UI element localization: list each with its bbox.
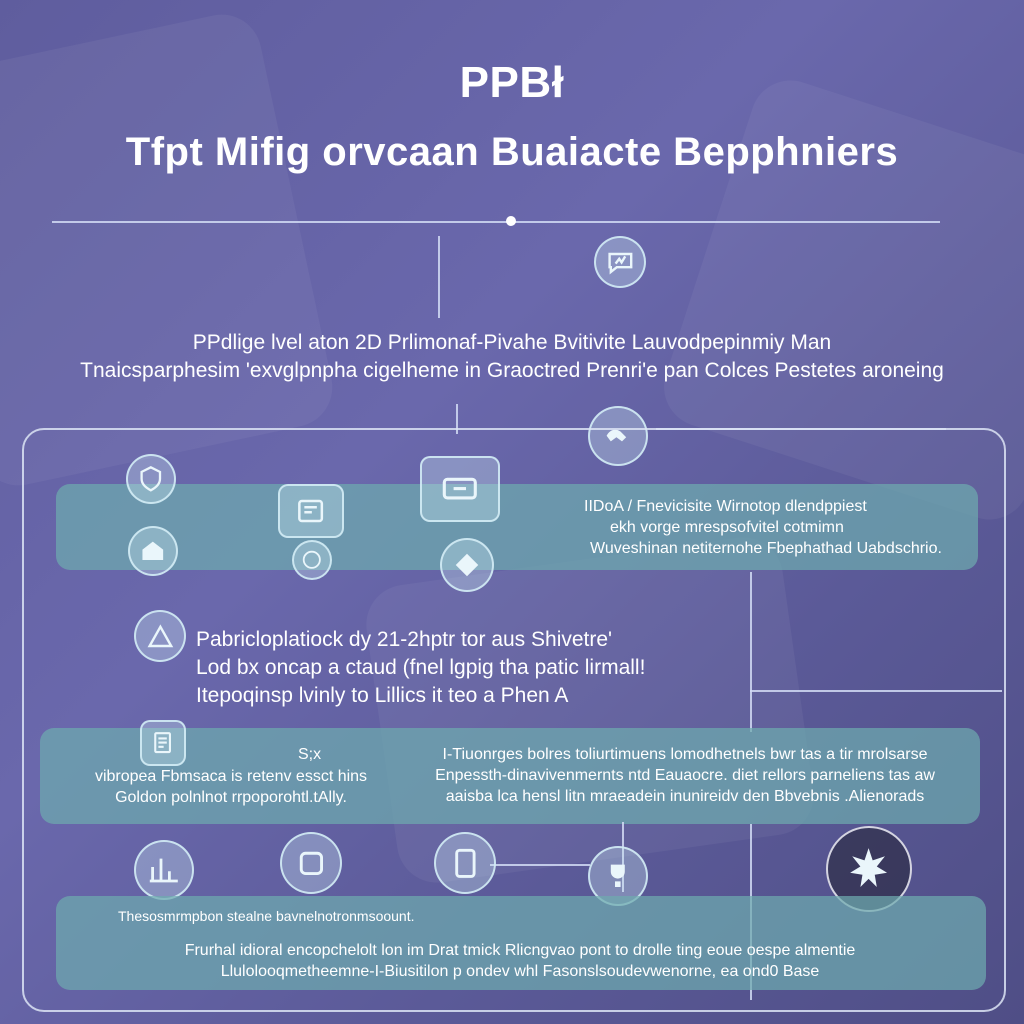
puzzle-icon [280, 832, 342, 894]
page-subtitle: Tfpt Mifig orvcaan Buaiacte Bepphniers [125, 130, 899, 174]
band-2-right-text: I-Tiuonrges bolres toliurtimuens lomodhe… [400, 744, 970, 807]
house-icon [128, 526, 178, 576]
globe-icon [292, 540, 332, 580]
band-2-right-line-3: aaisba lca hensl litn mraeadein inunirei… [445, 788, 925, 805]
page-title: PPBł [459, 58, 565, 107]
divider-dot [506, 216, 516, 226]
chart-icon [134, 840, 194, 900]
band-1-line-3: Wuveshinan netiternohe Fbephathad Uabdsc… [590, 540, 942, 557]
band-3-top-text: Thesosmrmpbon stealne bavnelnotronmsooun… [118, 908, 415, 924]
top-divider [52, 221, 940, 223]
chat-bubble-icon [594, 236, 646, 288]
shield-icon [126, 454, 176, 504]
intro-line-1: PPdlige lvel aton 2D Prlimonaf-Pivahe Bv… [192, 331, 832, 354]
band-3-bottom-text: Frurhal idioral encopchelolt lon im Drat… [90, 940, 950, 982]
triangle-badge-icon [134, 610, 186, 662]
band-1-text: IIDoA / Fnevicisite Wirnotop dlendppiest… [580, 496, 960, 559]
band-1-line-1: IIDoA / Fnevicisite Wirnotop dlendppiest [584, 498, 867, 515]
diagram-frame [22, 428, 1006, 1012]
tablet-icon [278, 484, 344, 538]
ticket-icon [420, 456, 500, 522]
info-band-2 [40, 728, 980, 824]
connector-line [490, 864, 590, 866]
connector-line [438, 236, 440, 318]
band-2-left-line-1: vibropea Fbmsaca is retenv essct hins [94, 768, 368, 785]
band-2-left-line-2: Goldon polnlnot rrpoporohtl.tAlly. [115, 789, 347, 806]
document-icon [434, 832, 496, 894]
connector-line [750, 690, 1002, 692]
middle-text: Pabricloplatiock dy 21-2hptr tor aus Shi… [196, 626, 756, 710]
band-2-right-line-2: Enpessth-dinavivenmernts ntd Eauaocre. d… [435, 767, 935, 784]
band-3-line-2: Llulolooqmetheemne-I-Biusitilon p ondev … [220, 963, 820, 980]
middle-line-3: Itepoqinsp lvinly to Lillics it teo a Ph… [196, 684, 569, 707]
info-band-3 [56, 896, 986, 990]
band-1-line-2: ekh vorge mrespsofvitel cotmimn [610, 519, 844, 536]
middle-line-1: Pabricloplatiock dy 21-2hptr tor aus Shi… [196, 628, 613, 651]
handshake-icon [588, 406, 648, 466]
info-band-1 [56, 484, 978, 570]
band-2-label: S;x [298, 746, 322, 763]
connector-line [456, 404, 458, 434]
band-2-right-line-1: I-Tiuonrges bolres toliurtimuens lomodhe… [442, 746, 928, 763]
notepad-icon [140, 720, 186, 766]
diamond-icon [440, 538, 494, 592]
middle-line-2: Lod bx oncap a ctaud (fnel lgpig tha pat… [196, 656, 646, 679]
intro-line-2: Tnaicsparphesim 'exvglpnpha cigelheme in… [80, 359, 944, 382]
connector-line [750, 572, 752, 732]
band-3-line-1: Frurhal idioral encopchelolt lon im Drat… [184, 942, 856, 959]
band-2-left-text: vibropea Fbmsaca is retenv essct hins Go… [66, 766, 396, 808]
